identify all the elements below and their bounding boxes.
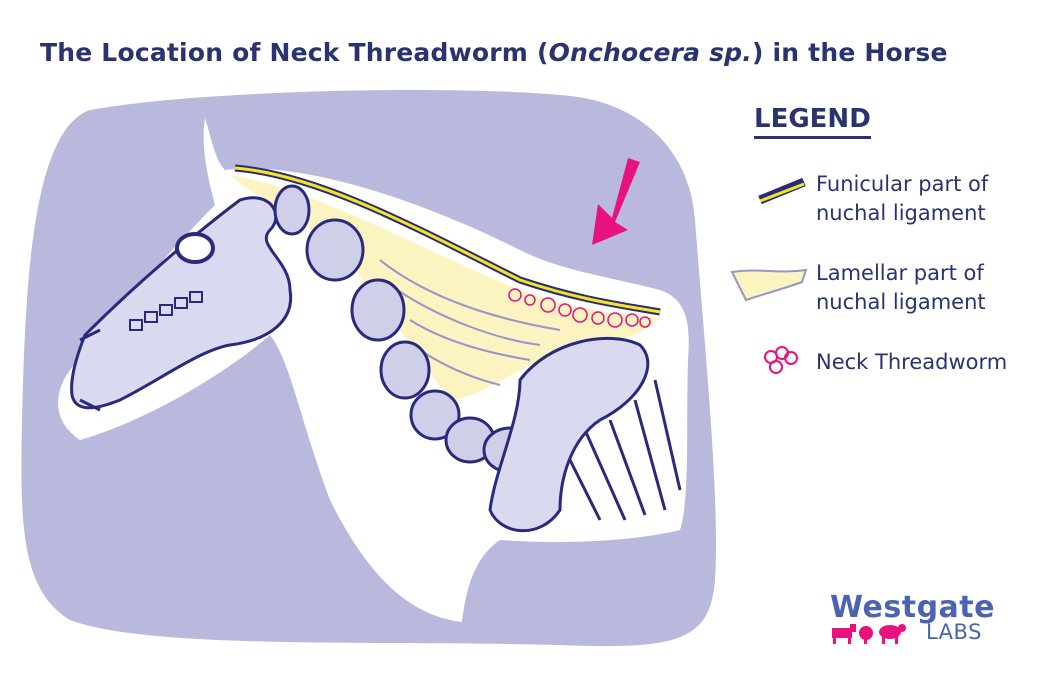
legend-label: nuchal ligament bbox=[816, 290, 986, 314]
vertebra bbox=[409, 389, 461, 441]
westgate-labs-logo: Westgate LABS bbox=[830, 590, 1000, 650]
page-title: The Location of Neck Threadworm (Onchoce… bbox=[40, 38, 948, 67]
vertebra bbox=[305, 218, 365, 282]
logo-animals-icon bbox=[832, 624, 906, 644]
eye-socket bbox=[175, 232, 215, 264]
lamellar-ligament-swatch bbox=[730, 268, 808, 302]
logo-wordmark: Westgate bbox=[830, 590, 995, 625]
threadworm-swatch bbox=[764, 346, 798, 374]
vertebra bbox=[379, 340, 431, 400]
funicular-ligament-swatch bbox=[758, 177, 806, 205]
legend-label: Funicular part of bbox=[816, 172, 989, 196]
scapula bbox=[488, 336, 650, 533]
legend-item-threadworm: Neck Threadworm bbox=[816, 348, 1007, 377]
legend-item-lamellar: Lamellar part of nuchal ligament bbox=[816, 259, 986, 317]
legend-item-funicular: Funicular part of nuchal ligament bbox=[816, 170, 988, 228]
logo-labs: LABS bbox=[926, 620, 982, 644]
legend-label: Neck Threadworm bbox=[816, 350, 1008, 374]
title-text: The Location of Neck Threadworm ( bbox=[40, 38, 549, 67]
title-text-end: ) in the Horse bbox=[751, 38, 948, 67]
title-species: Onchocera sp. bbox=[548, 38, 752, 67]
atlas-bone bbox=[273, 184, 311, 236]
vertebra bbox=[350, 278, 406, 342]
legend-label: nuchal ligament bbox=[816, 201, 986, 225]
legend-heading: LEGEND bbox=[754, 104, 871, 139]
legend-label: Lamellar part of bbox=[816, 261, 984, 285]
arrow-pointer bbox=[592, 158, 640, 245]
threadworm-cluster bbox=[508, 288, 651, 328]
